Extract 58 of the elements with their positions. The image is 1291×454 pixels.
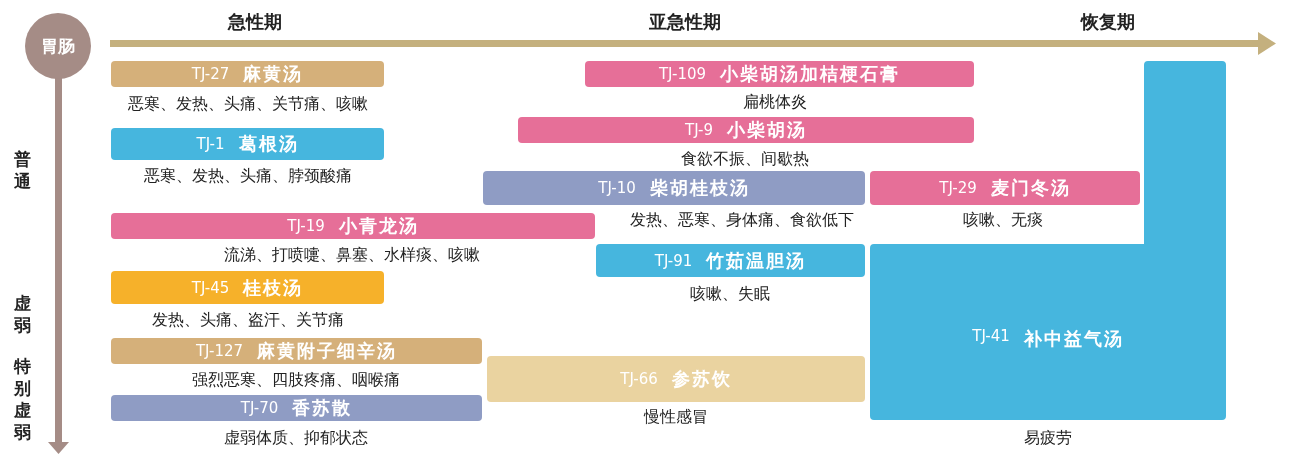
phase-label: 恢复期 xyxy=(1081,10,1135,34)
formula-name: 麻黄附子细辛汤 xyxy=(257,339,398,363)
formula-bar xyxy=(483,171,865,205)
code-label: TJ-70 xyxy=(240,399,279,417)
formula-bar xyxy=(870,171,1140,205)
formula-name: 麻黄汤 xyxy=(243,62,304,86)
symptom-text: 恶寒、发热、头痛、关节痛、咳嗽 xyxy=(128,94,368,115)
code-label: TJ-127 xyxy=(195,342,244,360)
category-circle: 胃肠 xyxy=(25,13,91,79)
symptom-text: 易疲劳 xyxy=(1024,428,1072,449)
formula-bar xyxy=(111,128,384,160)
code-label: TJ-109 xyxy=(658,65,707,83)
code-label: TJ-19 xyxy=(287,217,325,235)
phase-label: 亚急性期 xyxy=(649,10,721,34)
formula-bar xyxy=(111,338,482,364)
formula-bar xyxy=(518,117,974,143)
severity-label: 虚弱 xyxy=(14,292,32,336)
formula-name: 补中益气汤 xyxy=(1023,327,1124,351)
code-label: TJ-1 xyxy=(196,135,225,153)
formula-bar xyxy=(585,61,974,87)
symptom-text: 发热、恶寒、身体痛、食欲低下 xyxy=(630,210,854,231)
code-label: TJ-45 xyxy=(191,278,230,297)
symptom-text: 强烈恶寒、四肢疼痛、咽喉痛 xyxy=(192,370,400,391)
formula-bar xyxy=(111,61,384,87)
formula-bar xyxy=(111,395,482,421)
symptom-text: 虚弱体质、抑郁状态 xyxy=(224,428,368,449)
code-label: TJ-66 xyxy=(620,370,658,388)
formula-name: 小柴胡汤加桔梗石膏 xyxy=(720,62,901,86)
code-label: TJ-91 xyxy=(654,251,693,270)
formula-bar xyxy=(596,244,865,277)
formula-name: 麦门冬汤 xyxy=(990,176,1071,200)
symptom-text: 流涕、打喷嚏、鼻塞、水样痰、咳嗽 xyxy=(224,245,480,266)
formula-name: 竹茹温胆汤 xyxy=(706,248,807,273)
symptom-text: 发热、头痛、盗汗、关节痛 xyxy=(152,310,344,331)
symptom-text: 恶寒、发热、头痛、脖颈酸痛 xyxy=(144,166,352,187)
formula-bar xyxy=(487,356,865,402)
formula-name: 柴胡桂枝汤 xyxy=(649,176,750,200)
symptom-text: 食欲不振、间歇热 xyxy=(681,149,809,170)
formula-bar xyxy=(111,213,595,239)
symptom-text: 咳嗽、失眠 xyxy=(690,284,770,305)
formula-name: 小青龙汤 xyxy=(338,214,419,238)
symptom-text: 咳嗽、无痰 xyxy=(963,210,1043,231)
formula-name: 桂枝汤 xyxy=(243,275,304,300)
code-label: TJ-29 xyxy=(939,179,977,197)
code-label: TJ-9 xyxy=(685,121,713,139)
severity-label: 普通 xyxy=(14,148,32,192)
formula-bar xyxy=(111,271,384,304)
symptom-text: 扁桃体炎 xyxy=(743,92,807,113)
symptom-text: 慢性感冒 xyxy=(644,407,708,428)
severity-label: 特别虚弱 xyxy=(14,355,32,443)
code-label: TJ-10 xyxy=(598,179,636,197)
formula-name: 小柴胡汤 xyxy=(727,118,807,142)
formula-name: 参苏饮 xyxy=(671,367,732,391)
phase-label: 急性期 xyxy=(228,10,282,34)
code-label: TJ-41 xyxy=(972,327,1010,345)
formula-name: 香苏散 xyxy=(292,396,353,420)
code-label: TJ-27 xyxy=(191,65,230,83)
formula-name: 葛根汤 xyxy=(238,132,299,156)
